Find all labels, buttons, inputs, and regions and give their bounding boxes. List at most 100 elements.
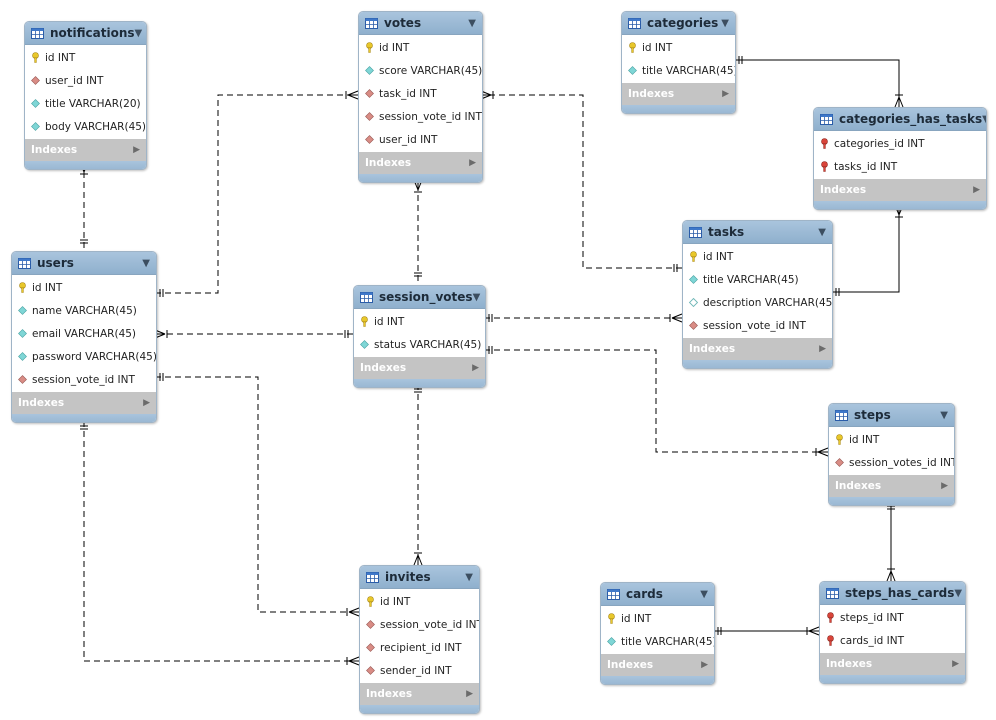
- column-row[interactable]: user_id INT: [25, 69, 146, 92]
- column-row[interactable]: score VARCHAR(45): [359, 59, 482, 82]
- column-row[interactable]: password VARCHAR(45): [12, 345, 156, 368]
- relationship-users-notifications[interactable]: [79, 161, 89, 248]
- indexes-section[interactable]: Indexes ▶: [829, 475, 954, 497]
- arrow-right-icon[interactable]: ▶: [466, 689, 473, 699]
- relationship-categories-categories_has_tasks[interactable]: [734, 56, 904, 108]
- table-header[interactable]: steps ▼: [829, 404, 954, 427]
- relationship-users-votes[interactable]: [155, 90, 359, 297]
- relationship-session_votes-users[interactable]: [154, 329, 353, 339]
- table-header[interactable]: categories ▼: [622, 12, 735, 35]
- column-row[interactable]: session_votes_id INT: [829, 451, 954, 474]
- arrow-right-icon[interactable]: ▶: [472, 363, 479, 373]
- indexes-section[interactable]: Indexes ▶: [359, 152, 482, 174]
- indexes-section[interactable]: Indexes ▶: [683, 338, 832, 360]
- column-row[interactable]: id INT: [683, 245, 832, 268]
- relationship-steps-steps_has_cards[interactable]: [886, 501, 896, 582]
- column-row[interactable]: status VARCHAR(45): [354, 333, 485, 356]
- table-header[interactable]: votes ▼: [359, 12, 482, 35]
- column-row[interactable]: user_id INT: [359, 128, 482, 151]
- chevron-down-icon[interactable]: ▼: [465, 571, 473, 583]
- relationship-users-invites[interactable]: [155, 373, 360, 617]
- chevron-down-icon[interactable]: ▼: [721, 17, 729, 29]
- arrow-right-icon[interactable]: ▶: [819, 344, 826, 354]
- arrow-right-icon[interactable]: ▶: [133, 145, 140, 155]
- arrow-right-icon[interactable]: ▶: [941, 481, 948, 491]
- column-row[interactable]: sender_id INT: [360, 659, 479, 682]
- indexes-section[interactable]: Indexes ▶: [25, 139, 146, 161]
- table-header[interactable]: session_votes ▼: [354, 286, 485, 309]
- chevron-down-icon[interactable]: ▼: [142, 257, 150, 269]
- column-row[interactable]: id INT: [601, 607, 714, 630]
- indexes-section[interactable]: Indexes ▶: [354, 357, 485, 379]
- chevron-down-icon[interactable]: ▼: [954, 587, 963, 599]
- arrow-right-icon[interactable]: ▶: [722, 89, 729, 99]
- column-row[interactable]: id INT: [25, 46, 146, 69]
- relationship-session_votes-invites[interactable]: [413, 384, 423, 566]
- table-header[interactable]: steps_has_cards ▼: [820, 582, 965, 605]
- relationship-users-invites[interactable]: [80, 421, 360, 666]
- table-header[interactable]: categories_has_tasks ▼: [814, 108, 986, 131]
- column-row[interactable]: id INT: [12, 276, 156, 299]
- column-row[interactable]: session_vote_id INT: [12, 368, 156, 391]
- column-row[interactable]: description VARCHAR(45): [683, 291, 832, 314]
- relationship-tasks-votes[interactable]: [480, 90, 682, 272]
- arrow-right-icon[interactable]: ▶: [973, 185, 980, 195]
- column-row[interactable]: id INT: [360, 590, 479, 613]
- relationship-session_votes-tasks[interactable]: [484, 313, 683, 323]
- column-row[interactable]: task_id INT: [359, 82, 482, 105]
- column-row[interactable]: session_vote_id INT: [359, 105, 482, 128]
- column-row[interactable]: cards_id INT: [820, 629, 965, 652]
- column-row[interactable]: session_vote_id INT: [683, 314, 832, 337]
- chevron-down-icon[interactable]: ▼: [940, 409, 948, 421]
- chevron-down-icon[interactable]: ▼: [700, 588, 708, 600]
- chevron-down-icon[interactable]: ▼: [472, 291, 481, 303]
- relationship-tasks-categories_has_tasks[interactable]: [831, 204, 904, 296]
- table-header[interactable]: users ▼: [12, 252, 156, 275]
- chevron-down-icon[interactable]: ▼: [134, 27, 143, 39]
- relationship-cards-steps_has_cards[interactable]: [713, 626, 820, 636]
- column-row[interactable]: steps_id INT: [820, 606, 965, 629]
- table-header[interactable]: invites ▼: [360, 566, 479, 589]
- relationship-session_votes-steps[interactable]: [484, 346, 829, 457]
- column-row[interactable]: title VARCHAR(45): [622, 59, 735, 82]
- indexes-section[interactable]: Indexes ▶: [360, 683, 479, 705]
- indexes-section[interactable]: Indexes ▶: [820, 653, 965, 675]
- column-row[interactable]: id INT: [829, 428, 954, 451]
- column-row[interactable]: title VARCHAR(45): [601, 630, 714, 653]
- arrow-right-icon[interactable]: ▶: [469, 158, 476, 168]
- indexes-section[interactable]: Indexes ▶: [601, 654, 714, 676]
- column-row[interactable]: title VARCHAR(20): [25, 92, 146, 115]
- chevron-down-icon[interactable]: ▼: [982, 114, 986, 125]
- indexes-section[interactable]: Indexes ▶: [622, 83, 735, 105]
- column-row[interactable]: email VARCHAR(45): [12, 322, 156, 345]
- column-row[interactable]: recipient_id INT: [360, 636, 479, 659]
- column-row[interactable]: tasks_id INT: [814, 155, 986, 178]
- column-row[interactable]: title VARCHAR(45): [683, 268, 832, 291]
- chevron-down-icon[interactable]: ▼: [468, 17, 476, 29]
- column-row[interactable]: id INT: [354, 310, 485, 333]
- relationship-session_votes-votes[interactable]: [413, 179, 423, 281]
- table-header[interactable]: cards ▼: [601, 583, 714, 606]
- column-row[interactable]: body VARCHAR(45): [25, 115, 146, 138]
- table-header[interactable]: notifications ▼: [25, 22, 146, 45]
- column-row[interactable]: categories_id INT: [814, 132, 986, 155]
- column-row[interactable]: id INT: [622, 36, 735, 59]
- arrow-right-icon[interactable]: ▶: [952, 659, 959, 669]
- table-header[interactable]: tasks ▼: [683, 221, 832, 244]
- indexes-section[interactable]: Indexes ▶: [12, 392, 156, 414]
- indexes-section[interactable]: Indexes ▶: [814, 179, 986, 201]
- table-categories_has_tasks[interactable]: categories_has_tasks ▼categories_id INTt…: [813, 107, 987, 210]
- arrow-right-icon[interactable]: ▶: [701, 660, 708, 670]
- arrow-right-icon[interactable]: ▶: [143, 398, 150, 408]
- column-row[interactable]: name VARCHAR(45): [12, 299, 156, 322]
